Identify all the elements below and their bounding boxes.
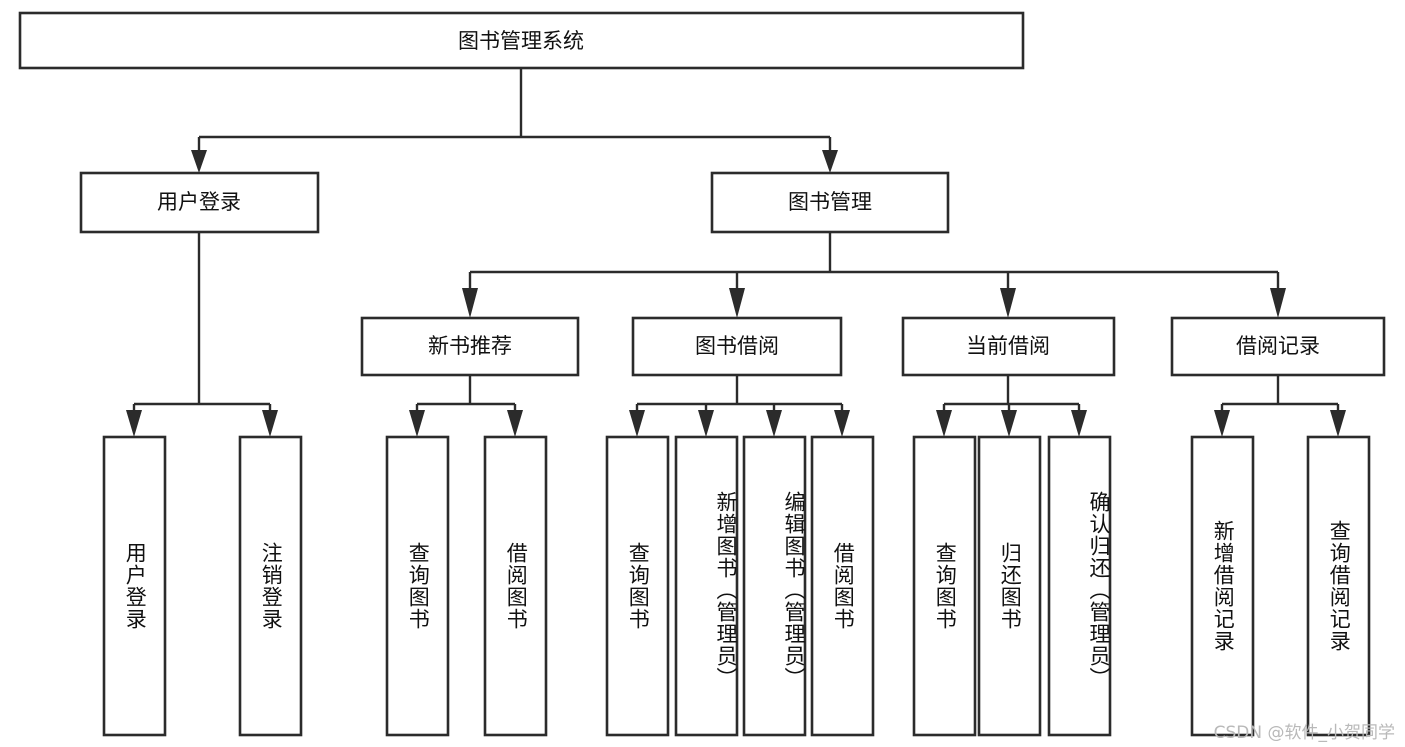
arrow-head-leaf-user-login xyxy=(126,410,142,437)
arrow-head-leaf-add-book xyxy=(698,410,714,437)
node-user-login-label: 用户登录 xyxy=(157,190,241,214)
node-current-borrow[interactable] xyxy=(901,316,1116,377)
node-leaf-return-book[interactable] xyxy=(977,435,1042,737)
arrow-head-leaf-return-book xyxy=(1001,410,1017,437)
node-root[interactable] xyxy=(18,11,1025,70)
node-leaf-user-login[interactable] xyxy=(102,435,167,737)
node-layer: 图书管理系统 用户登录 图书管理 新书推荐 图书借阅 当前借阅 借阅记录 xyxy=(18,11,1386,737)
node-book-manage-label: 图书管理 xyxy=(788,190,872,214)
node-book-borrow[interactable] xyxy=(631,316,843,377)
arrow-head-leaf-borrow-book-1 xyxy=(507,410,523,437)
node-borrow-record[interactable] xyxy=(1170,316,1386,377)
arrow-head-book-manage xyxy=(822,150,838,173)
arrow-head-leaf-confirm-return xyxy=(1071,410,1087,437)
node-leaf-add-record[interactable] xyxy=(1190,435,1255,737)
node-leaf-query-book-3[interactable] xyxy=(912,435,977,737)
node-book-manage[interactable] xyxy=(710,171,950,234)
arrow-head-leaf-query-book-2 xyxy=(629,410,645,437)
node-leaf-edit-book[interactable] xyxy=(742,435,807,737)
node-leaf-borrow-book-2[interactable] xyxy=(810,435,875,737)
arrow-head-current-borrow xyxy=(1000,288,1016,318)
node-book-borrow-label: 图书借阅 xyxy=(695,334,779,358)
node-leaf-query-book-1[interactable] xyxy=(385,435,450,737)
node-leaf-confirm-return[interactable] xyxy=(1047,435,1112,737)
node-leaf-logout[interactable] xyxy=(238,435,303,737)
node-current-borrow-label: 当前借阅 xyxy=(966,334,1050,358)
arrow-head-leaf-borrow-book-2 xyxy=(834,410,850,437)
arrow-head-user-login xyxy=(191,150,207,173)
arrow-head-book-borrow xyxy=(729,288,745,318)
csdn-watermark: CSDN @软件_小贺同学 xyxy=(1213,723,1395,743)
arrow-head-leaf-query-book-1 xyxy=(409,410,425,437)
node-leaf-borrow-book-1[interactable] xyxy=(483,435,548,737)
arrow-head-leaf-query-book-3 xyxy=(936,410,952,437)
node-leaf-query-record[interactable] xyxy=(1306,435,1371,737)
arrow-head-borrow-record xyxy=(1270,288,1286,318)
arrow-head-leaf-logout xyxy=(262,410,278,437)
node-leaf-query-book-2[interactable] xyxy=(605,435,670,737)
arrow-head-leaf-edit-book xyxy=(766,410,782,437)
arrow-head-leaf-add-record xyxy=(1214,410,1230,437)
node-leaf-add-book[interactable] xyxy=(674,435,739,737)
node-root-label: 图书管理系统 xyxy=(458,29,584,53)
node-user-login[interactable] xyxy=(79,171,320,234)
node-borrow-record-label: 借阅记录 xyxy=(1236,334,1320,358)
arrow-head-new-book xyxy=(462,288,478,318)
node-new-book-recommend[interactable] xyxy=(360,316,580,377)
connector-layer xyxy=(126,68,1346,437)
node-new-book-recommend-label: 新书推荐 xyxy=(428,334,512,358)
arrow-head-leaf-query-record xyxy=(1330,410,1346,437)
